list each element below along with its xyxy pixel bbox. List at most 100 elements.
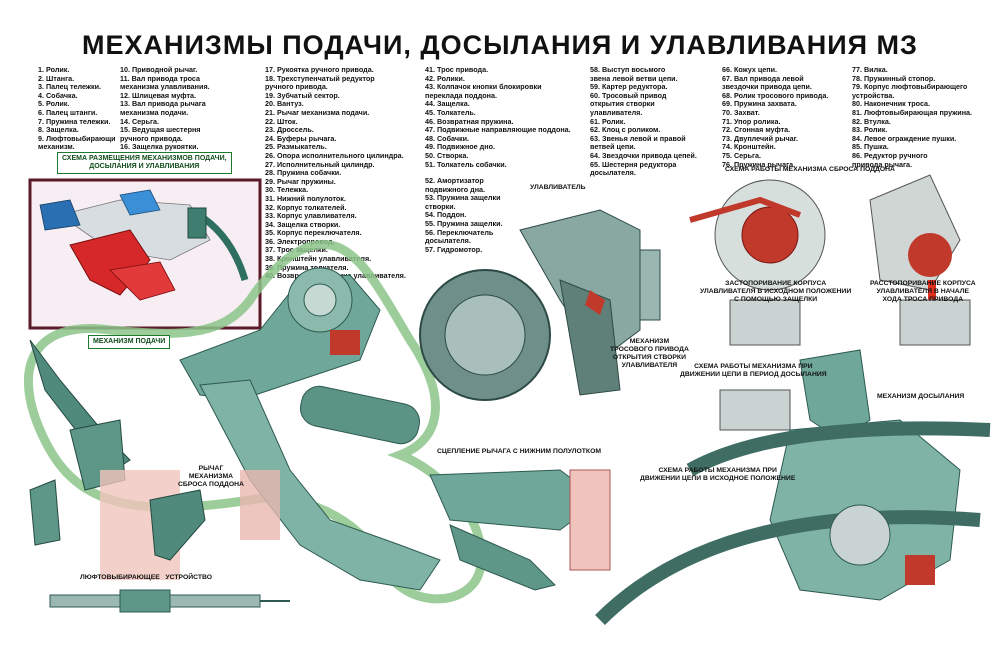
legend-item: механизма подачи.	[120, 108, 189, 117]
legend-item: 80. Наконечник троса.	[852, 100, 931, 109]
legend-item: 77. Вилка.	[852, 66, 888, 74]
legend-item: 23. Дроссель.	[265, 126, 314, 135]
legend-item: 79. Корпус люфтовыбирающего	[852, 83, 968, 92]
legend-item: 15. Ведущая шестерня	[120, 126, 201, 135]
legend-item: привода рычага.	[852, 160, 913, 169]
legend-item: 13. Вал привода рычага	[120, 100, 206, 109]
legend-item: досылателя.	[425, 237, 471, 246]
legend-item: 33. Корпус улавливателя.	[265, 212, 357, 221]
legend-item: 75. Серьга.	[722, 151, 761, 160]
legend-item: 22. Шток.	[265, 117, 298, 126]
legend-column-4: 41. Трос привода.42. Ролики.43. Колпачок…	[425, 66, 585, 169]
legend-item: 76. Пружина рычага.	[722, 160, 796, 169]
legend-item: 55. Пружина защелки.	[425, 219, 503, 228]
feed-mechanism-drawing	[29, 267, 441, 591]
legend-item: 28. Пружина собачки.	[265, 169, 342, 178]
legend-column-5: 52. Амортизатор подвижного дна.53. Пружи…	[425, 177, 535, 254]
legend-item: 58. Выступ восьмого	[590, 66, 666, 74]
legend-item: 11. Вал привода троса	[120, 74, 200, 83]
legend-item: 18. Трехступенчатый редуктор	[265, 74, 375, 83]
legend-item: ручного привода.	[120, 134, 183, 143]
legend-item: механизма улавливания.	[120, 83, 210, 92]
legend-column-7: 66. Кожух цепи.67. Вал привода левой зве…	[722, 66, 842, 169]
legend-item: 10. Приводной рычаг.	[120, 66, 198, 74]
legend-item: 42. Ролики.	[425, 74, 465, 83]
legend-item: 72. Сгонная муфта.	[722, 126, 791, 135]
legend-item: 26. Опора исполнительного цилиндра.	[265, 151, 404, 160]
legend-item: 6. Палец штанги.	[38, 108, 98, 117]
placement-scheme-label: СХЕМА РАЗМЕЩЕНИЯ МЕХАНИЗМОВ ПОДАЧИ, ДОСЫ…	[57, 152, 232, 174]
legend-item: 66. Кожух цепи.	[722, 66, 778, 74]
legend-item: 20. Вантуз.	[265, 100, 304, 109]
legend-item: открытия створки	[590, 100, 655, 109]
legend-item: 74. Кронштейн.	[722, 143, 776, 152]
legend-item: 78. Пружинный стопор.	[852, 74, 936, 83]
legend-column-1: 1. Ролик.2. Штанга.3. Палец тележки.4. С…	[38, 66, 116, 152]
legend-item: ручного привода.	[265, 83, 328, 92]
legend-item: 47. Подвижные направляющие поддона.	[425, 126, 571, 135]
legend-item: ветвей цепи.	[590, 143, 636, 152]
legend-item: 41. Трос привода.	[425, 66, 489, 74]
cable-drive-label: МЕХАНИЗМ ТРОСОВОГО ПРИВОДА ОТКРЫТИЯ СТВО…	[610, 338, 689, 369]
legend-item: 32. Корпус толкателей.	[265, 203, 347, 212]
legend-item: 16. Защелка рукоятки.	[120, 143, 199, 152]
legend-item: 84. Левое ограждение пушки.	[852, 134, 957, 143]
legend-item: 7. Пружина тележки.	[38, 117, 111, 126]
legend-item: 60. Тросовый привод	[590, 91, 667, 100]
tray-drop-scheme-label: СХЕМА РАБОТЫ МЕХАНИЗМА СБРОСА ПОДДОНА	[725, 166, 895, 173]
page-title: МЕХАНИЗМЫ ПОДАЧИ, ДОСЫЛАНИЯ И УЛАВЛИВАНИ…	[82, 30, 918, 60]
legend-item: механизм.	[38, 143, 75, 152]
legend-item: 49. Подвижное дно.	[425, 143, 495, 152]
legend-item: 83. Ролик.	[852, 126, 888, 135]
legend-item: 5. Ролик.	[38, 100, 70, 109]
legend-item: 25. Размыкатель.	[265, 143, 327, 152]
legend-item: 9. Люфтовыбирающий	[38, 134, 116, 143]
legend-item: 21. Рычаг механизма подачи.	[265, 108, 370, 117]
legend-item: звездочки привода цепи.	[722, 83, 812, 92]
tray-drop-lever-drawing	[29, 470, 206, 580]
legend-item: 44. Защелка.	[425, 100, 470, 109]
legend-item: 29. Рычаг пружины.	[265, 177, 336, 186]
backlash-device-drawing	[49, 589, 290, 613]
legend-item: 63. Звенья левой и правой	[590, 134, 686, 143]
backlash-device-label: ЛЮФТОВЫБИРАЮЩЕЕ УСТРОЙСТВО	[80, 574, 213, 581]
legend-item: 85. Пушка.	[852, 143, 889, 152]
legend-item: 54. Поддон.	[425, 211, 467, 220]
rammer-drawing	[595, 349, 991, 625]
tray-drop-lever-label: РЫЧАГ МЕХАНИЗМА СБРОСА ПОДДОНА	[178, 465, 244, 488]
legend-item: 34. Защелка створки.	[265, 220, 341, 229]
legend-item: переклада поддона.	[425, 91, 498, 100]
legend-item: 19. Зубчатый сектор.	[265, 91, 340, 100]
legend-item: 14. Серьга.	[120, 117, 159, 126]
legend-item: 1. Ролик.	[38, 66, 70, 74]
legend-item: досылателя.	[590, 169, 636, 178]
catcher-drawing	[419, 209, 661, 401]
legend-item: 39. Пружина толкателя.	[265, 263, 349, 272]
legend-item: 71. Упор ролика.	[722, 117, 781, 126]
placement-scheme-inset	[28, 178, 262, 330]
legend-item: 3. Палец тележки.	[38, 83, 102, 92]
legend-column-8: 77. Вилка.78. Пружинный стопор.79. Корпу…	[852, 66, 997, 169]
legend-item: 2. Штанга.	[38, 74, 75, 83]
lock-catcher-label: ЗАСТОПОРИВАНИЕ КОРПУСА УЛАВЛИВАТЕЛЯ В ИС…	[700, 280, 852, 303]
legend-item: 38. Кронштейн улавливателя.	[265, 255, 372, 264]
legend-item: 70. Захват.	[722, 108, 760, 117]
legend-item: 52. Амортизатор	[425, 177, 484, 185]
chain-ramming-label: СХЕМА РАБОТЫ МЕХАНИЗМА ПРИ ДВИЖЕНИИ ЦЕПИ…	[680, 363, 827, 378]
legend-item: 50. Створка.	[425, 151, 469, 160]
legend-item: 86. Редуктор ручного	[852, 151, 928, 160]
legend-item: 65. Шестерня редуктора	[590, 160, 677, 169]
catcher-label: УЛАВЛИВАТЕЛЬ	[530, 184, 586, 191]
legend-item: 69. Пружина захвата.	[722, 100, 797, 109]
legend-item: 36. Электропровод.	[265, 237, 335, 246]
legend-item: 31. Нижний полулоток.	[265, 194, 346, 203]
legend-item: 30. Тележка.	[265, 186, 309, 195]
legend-item: 67. Вал привода левой	[722, 74, 804, 83]
legend-item: 4. Собачка.	[38, 91, 78, 100]
legend-item: 82. Втулка.	[852, 117, 891, 126]
legend-item: 24. Буферы рычага.	[265, 134, 337, 143]
legend-item: 64. Звездочки привода цепей.	[590, 151, 697, 160]
lever-coupling-label: СЦЕПЛЕНИЕ РЫЧАГА С НИЖНИМ ПОЛУЛОТКОМ	[437, 448, 602, 455]
legend-item: устройства.	[852, 91, 895, 100]
